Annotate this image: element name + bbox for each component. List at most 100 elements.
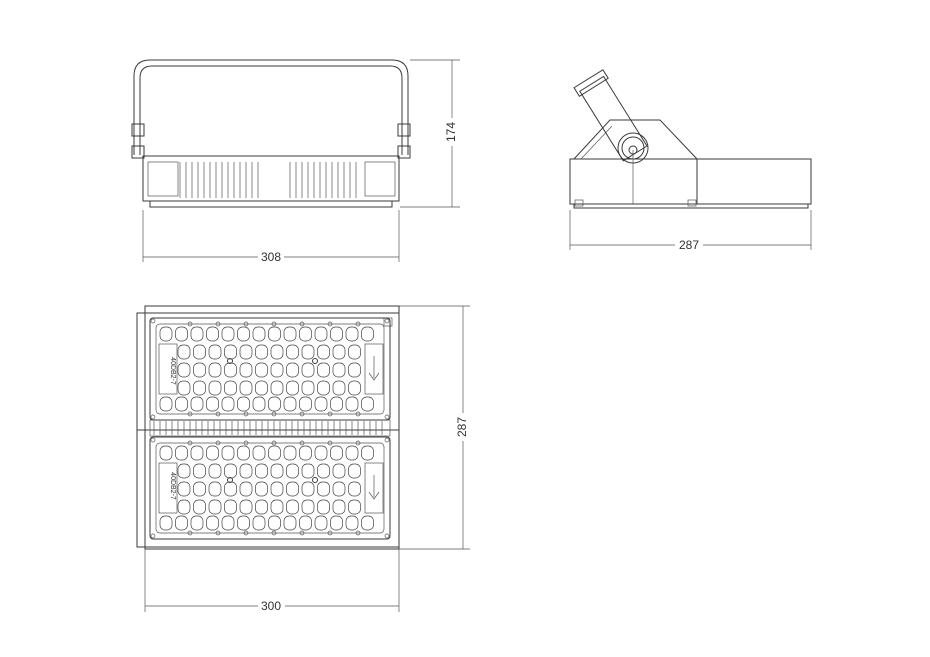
screw — [243, 440, 249, 446]
led-lens — [283, 515, 297, 531]
led-lens — [193, 362, 206, 378]
led-lens — [314, 445, 328, 461]
led-lens — [190, 515, 204, 531]
led-lens — [255, 362, 268, 378]
led-lens — [159, 515, 173, 531]
center-screw — [312, 358, 318, 364]
screw — [271, 530, 277, 536]
led-lens — [268, 396, 281, 412]
screw — [327, 321, 333, 327]
arrow-icon — [368, 475, 380, 500]
led-lens — [283, 396, 297, 412]
led-lens — [193, 481, 206, 497]
led-lens — [208, 362, 222, 378]
led-lens — [239, 362, 253, 378]
led-lens — [283, 326, 297, 342]
led-lens — [286, 481, 299, 497]
led-lens — [345, 515, 359, 531]
led-lens — [299, 515, 312, 531]
led-lens — [268, 326, 281, 342]
led-lens — [224, 362, 237, 378]
led-lens — [330, 515, 343, 531]
fin-strip-frame — [149, 419, 391, 437]
led-lens — [270, 344, 284, 360]
led-lens — [299, 326, 312, 342]
led-lens — [299, 445, 312, 461]
led-lens — [286, 463, 299, 479]
led-lens — [345, 396, 359, 412]
led-lens — [330, 445, 343, 461]
led-lens — [255, 380, 268, 396]
led-lens — [221, 515, 235, 531]
led-lens — [175, 326, 188, 342]
led-lens — [286, 344, 299, 360]
led-lens — [348, 481, 361, 497]
led-lens — [193, 463, 206, 479]
led-lens — [239, 344, 253, 360]
led-lens — [301, 463, 315, 479]
led-lens — [348, 499, 361, 515]
screw — [243, 530, 249, 536]
led-lens — [239, 481, 253, 497]
led-lens — [208, 463, 222, 479]
screw — [384, 533, 390, 539]
screw — [355, 321, 361, 327]
led-lens — [239, 499, 253, 515]
screw — [243, 321, 249, 327]
arrow-icon — [368, 356, 380, 381]
led-lens — [314, 515, 328, 531]
heatsink-fins — [179, 162, 357, 198]
bottom-height-label: 287 — [455, 417, 469, 437]
led-lens — [317, 463, 330, 479]
led-lens — [270, 362, 284, 378]
screw — [355, 440, 361, 446]
screw — [150, 318, 156, 324]
led-module-top — [149, 317, 391, 421]
led-lens — [206, 515, 219, 531]
led-lens — [252, 515, 266, 531]
side-length-label: 287 — [679, 238, 699, 252]
module-inner — [155, 323, 385, 415]
screw — [327, 440, 333, 446]
front-height-label: 174 — [444, 122, 458, 142]
led-lens — [301, 362, 315, 378]
connector — [158, 462, 178, 514]
led-lens — [190, 445, 204, 461]
led-lens — [348, 380, 361, 396]
led-lens — [239, 380, 253, 396]
screw — [187, 440, 193, 446]
led-lens — [224, 344, 237, 360]
led-lens — [175, 515, 188, 531]
led-lens — [177, 380, 191, 396]
screw — [271, 321, 277, 327]
screw — [384, 414, 390, 420]
screw — [327, 411, 333, 417]
screw — [384, 318, 390, 324]
led-lens — [348, 362, 361, 378]
screw — [215, 530, 221, 536]
screw — [150, 437, 156, 443]
screw — [327, 530, 333, 536]
screw — [299, 411, 305, 417]
screw — [187, 411, 193, 417]
led-lens — [193, 499, 206, 515]
led-lens — [237, 515, 250, 531]
led-lens — [177, 463, 191, 479]
led-module-bottom — [149, 436, 391, 540]
screw — [271, 440, 277, 446]
front-width-label: 308 — [261, 250, 281, 264]
screw — [187, 321, 193, 327]
center-screw — [312, 477, 318, 483]
screw — [215, 321, 221, 327]
led-lens — [348, 463, 361, 479]
led-lens — [268, 515, 281, 531]
led-lens — [332, 380, 346, 396]
connector — [158, 343, 178, 395]
led-lens — [283, 445, 297, 461]
led-lens — [255, 463, 268, 479]
led-lens — [237, 396, 250, 412]
led-lens — [345, 326, 359, 342]
module-frame — [149, 436, 391, 540]
module-frame — [149, 317, 391, 421]
